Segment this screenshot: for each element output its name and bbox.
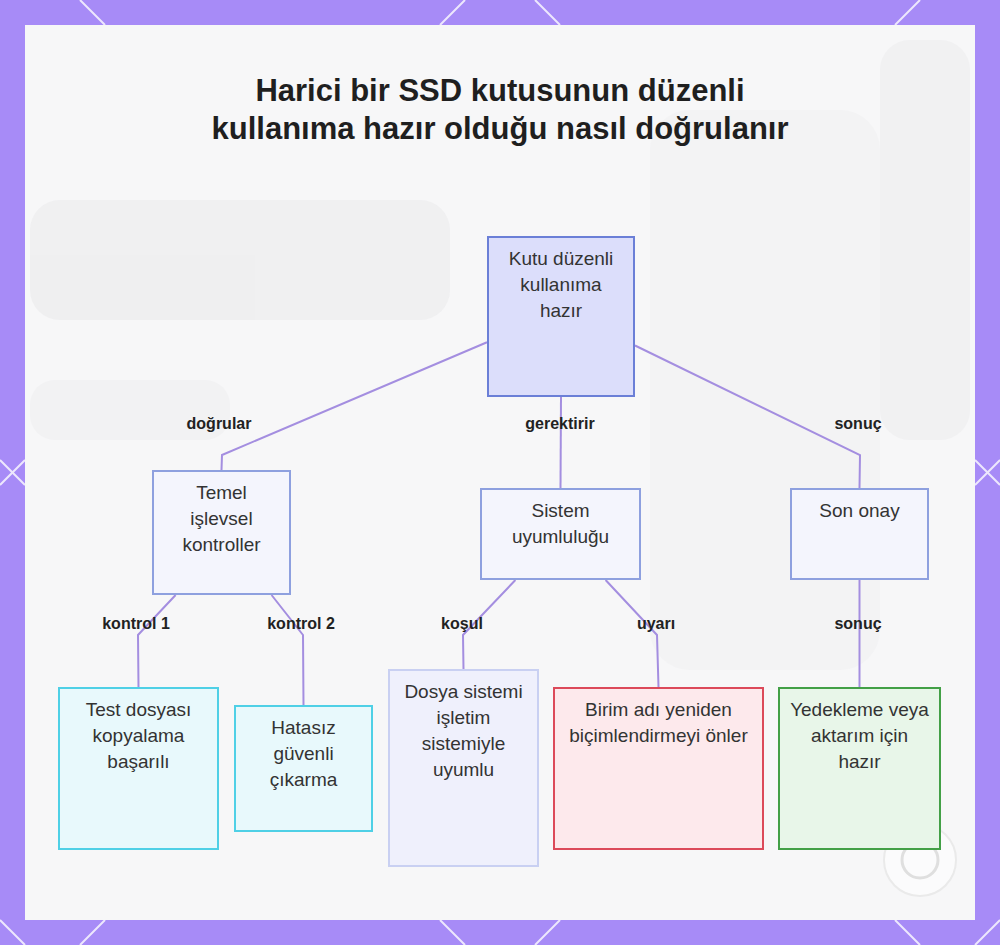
- node-text: Son onay: [792, 498, 927, 524]
- category-box: Son onay: [790, 488, 929, 580]
- connector-line: [138, 595, 176, 687]
- node-text: Hatasız güvenli çıkarma: [236, 715, 371, 793]
- warning-box: Birim adı yeniden biçimlendirmeyi önler: [553, 687, 764, 850]
- root-box: Kutu düzenli kullanıma hazır: [487, 236, 635, 397]
- result-box: Yedekleme veya aktarım için hazır: [778, 687, 941, 850]
- check-box: Hatasız güvenli çıkarma: [234, 705, 373, 832]
- connector-line: [859, 580, 861, 687]
- edge-label: sonuç: [834, 615, 881, 633]
- connector-line: [222, 342, 488, 470]
- edge-label: gerektirir: [525, 415, 594, 433]
- node-text: Test dosyası kopyalama başarılı: [60, 697, 217, 775]
- edge-label: doğrular: [187, 415, 252, 433]
- check-box: Test dosyası kopyalama başarılı: [58, 687, 219, 850]
- node-text: Birim adı yeniden biçimlendirmeyi önler: [555, 697, 762, 749]
- category-box: Temel işlevsel kontroller: [152, 470, 291, 595]
- edge-label: uyarı: [637, 615, 675, 633]
- condition-box: Dosya sistemi işletim sistemiyle uyumlu: [388, 669, 539, 867]
- connector-line: [560, 397, 563, 488]
- node-text: Yedekleme veya aktarım için hazır: [780, 697, 939, 775]
- connector-line: [635, 345, 860, 488]
- edge-label: kontrol 1: [102, 615, 170, 633]
- edge-label: kontrol 2: [267, 615, 335, 633]
- connector-line: [272, 595, 304, 705]
- blurred-photo: [30, 40, 970, 670]
- edge-label: sonuç: [834, 415, 881, 433]
- node-text: Temel işlevsel kontroller: [154, 480, 289, 558]
- node-text: Sistem uyumluluğu: [482, 498, 639, 550]
- diagram-title: Harici bir SSD kutusunun düzenli kullanı…: [200, 72, 800, 148]
- node-text: Kutu düzenli kullanıma hazır: [489, 246, 633, 324]
- node-text: Dosya sistemi işletim sistemiyle uyumlu: [390, 679, 537, 783]
- connector-line: [606, 580, 659, 687]
- category-box: Sistem uyumluluğu: [480, 488, 641, 580]
- panel: [25, 25, 975, 920]
- edge-label: koşul: [441, 615, 483, 633]
